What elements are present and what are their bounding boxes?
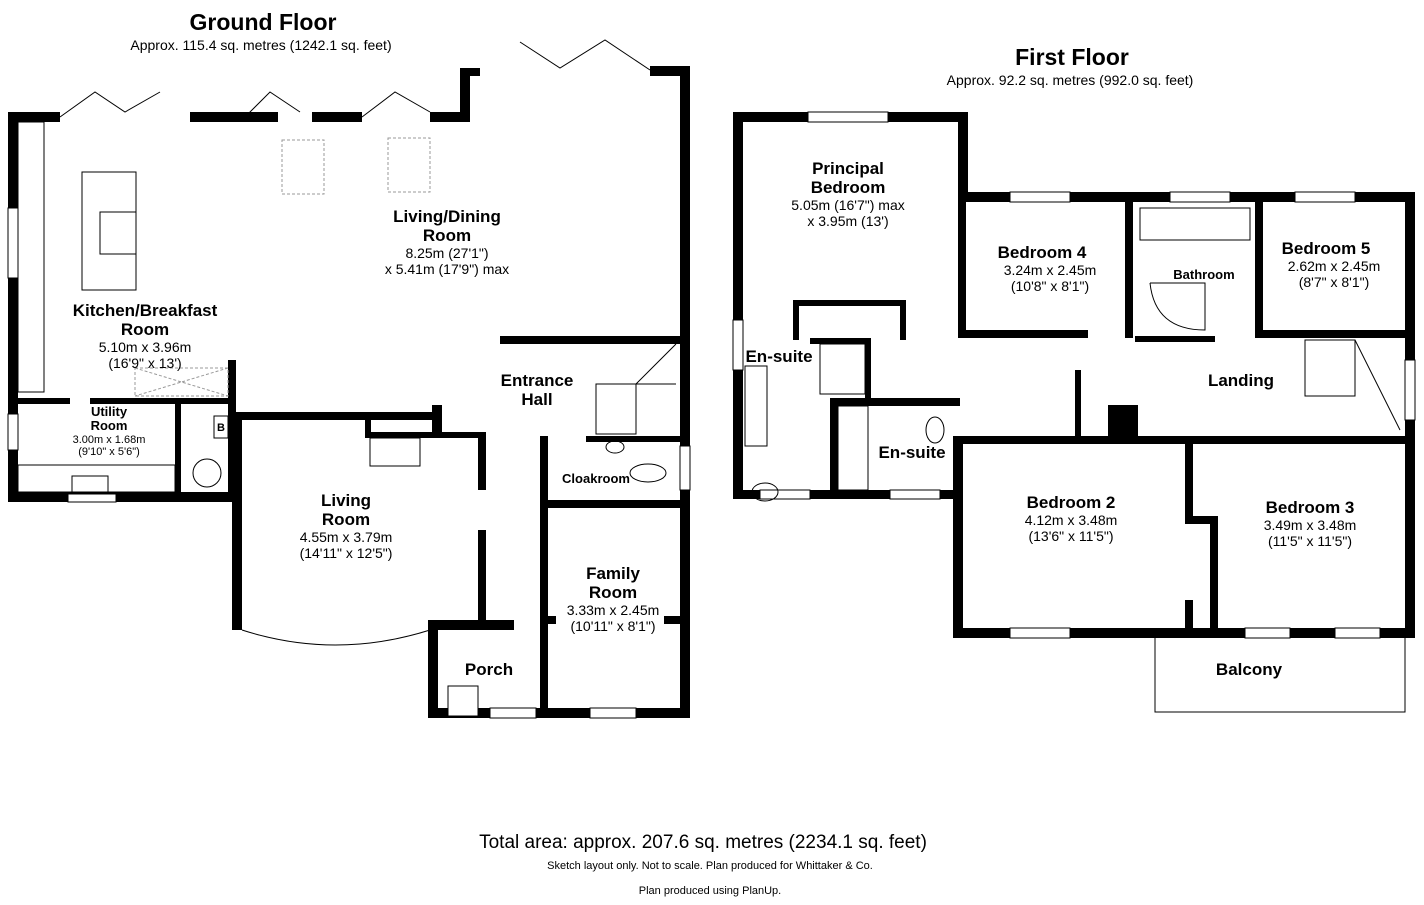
- kitchen-dimensions-imperial: (16'9" x 13'): [108, 355, 181, 371]
- living-dining-label: Living/Dining: [393, 207, 501, 226]
- utility-label-2: Room: [91, 418, 128, 433]
- first-floor-title: First Floor: [1015, 44, 1129, 70]
- disclaimer-note: Sketch layout only. Not to scale. Plan p…: [547, 860, 873, 872]
- utility-dimensions-imperial: (9'10" x 5'6"): [78, 446, 140, 458]
- bedroom-2-label: Bedroom 2: [1027, 493, 1116, 512]
- family-room-dimensions-imperial: (10'11" x 8'1"): [570, 618, 655, 634]
- ground-floor-title: Ground Floor: [190, 9, 337, 35]
- living-room-label: Living: [321, 491, 371, 510]
- porch-label: Porch: [465, 660, 513, 679]
- entrance-hall-label-2: Hall: [521, 390, 552, 409]
- principal-bedroom-dimensions: 5.05m (16'7") max: [791, 197, 904, 213]
- family-room-label: Family: [586, 564, 640, 583]
- principal-bedroom-label: Principal: [812, 159, 884, 178]
- first-floor-area: Approx. 92.2 sq. metres (992.0 sq. feet): [947, 72, 1194, 88]
- bedroom-3-label: Bedroom 3: [1266, 498, 1355, 517]
- kitchen-label: Kitchen/Breakfast: [73, 301, 218, 320]
- family-room-label-2: Room: [589, 583, 637, 602]
- living-room-dimensions-imperial: (14'11" x 12'5"): [300, 545, 393, 561]
- principal-bedroom-label-2: Bedroom: [811, 178, 886, 197]
- software-note: Plan produced using PlanUp.: [639, 885, 781, 897]
- bedroom-4-dimensions-imperial: (10'8" x 8'1"): [1011, 278, 1089, 294]
- bedroom-4-dimensions: 3.24m x 2.45m: [1004, 262, 1097, 278]
- total-area: Total area: approx. 207.6 sq. metres (22…: [479, 832, 927, 853]
- ensuite-1-label: En-suite: [745, 347, 812, 366]
- bedroom-2-dimensions: 4.12m x 3.48m: [1025, 512, 1118, 528]
- family-room-dimensions: 3.33m x 2.45m: [567, 602, 660, 618]
- kitchen-dimensions: 5.10m x 3.96m: [99, 339, 192, 355]
- principal-bedroom-dimensions-imperial: x 3.95m (13'): [807, 213, 888, 229]
- ground-floor-area: Approx. 115.4 sq. metres (1242.1 sq. fee…: [130, 37, 391, 53]
- boiler-label: B: [217, 422, 225, 434]
- utility-label: Utility: [91, 404, 128, 419]
- living-room-label-2: Room: [322, 510, 370, 529]
- bedroom-5-label: Bedroom 5: [1282, 239, 1371, 258]
- bedroom-5-dimensions-imperial: (8'7" x 8'1"): [1299, 274, 1370, 290]
- bedroom-3-dimensions-imperial: (11'5" x 11'5"): [1268, 533, 1352, 549]
- utility-dimensions: 3.00m x 1.68m: [73, 434, 146, 446]
- kitchen-label-2: Room: [121, 320, 169, 339]
- bedroom-5-dimensions: 2.62m x 2.45m: [1288, 258, 1381, 274]
- cloakroom-label: Cloakroom: [562, 471, 630, 486]
- landing-label: Landing: [1208, 371, 1274, 390]
- living-dining-dimensions: 8.25m (27'1"): [405, 245, 488, 261]
- ensuite-2-label: En-suite: [878, 443, 945, 462]
- first-floor-walls: [732, 111, 1416, 713]
- balcony-label: Balcony: [1216, 660, 1283, 679]
- bathroom-label: Bathroom: [1173, 267, 1234, 282]
- living-dining-label-2: Room: [423, 226, 471, 245]
- living-room-dimensions: 4.55m x 3.79m: [300, 529, 393, 545]
- bedroom-2-dimensions-imperial: (13'6" x 11'5"): [1028, 528, 1113, 544]
- living-dining-dimensions-imperial: x 5.41m (17'9") max: [385, 261, 509, 277]
- entrance-hall-label: Entrance: [501, 371, 574, 390]
- bedroom-3-dimensions: 3.49m x 3.48m: [1264, 517, 1357, 533]
- ground-floor-walls: [7, 39, 691, 719]
- bedroom-4-label: Bedroom 4: [998, 243, 1087, 262]
